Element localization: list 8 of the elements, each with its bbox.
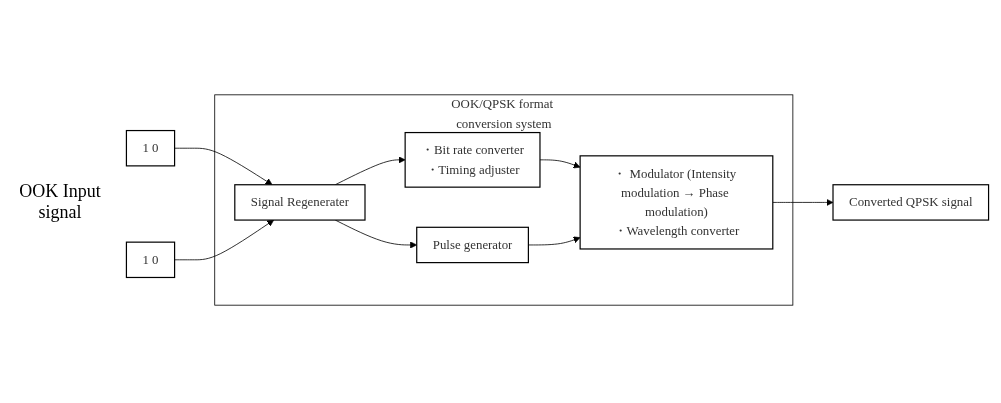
node-box: 1 0 bbox=[125, 129, 176, 167]
node-box: 1 0 bbox=[125, 241, 176, 279]
node-box: Signal Regenerater bbox=[234, 184, 366, 221]
signal-label: OOK Input signal bbox=[18, 180, 102, 223]
node-box: Pulse generator bbox=[416, 226, 529, 264]
node-box: ・ Modulator (Intensity modulation → Phase modulation) ・Wavelength converter bbox=[579, 155, 774, 250]
node-box: ・Bit rate converter ・Timing adjuster bbox=[404, 131, 541, 188]
node-box: Converted QPSK signal bbox=[832, 184, 990, 221]
